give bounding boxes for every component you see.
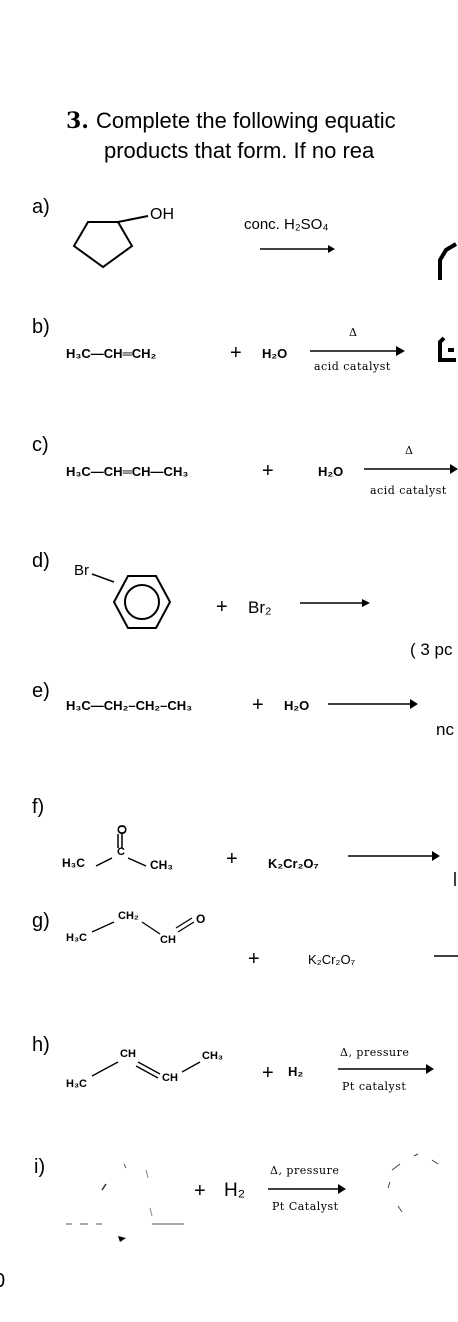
label-f: f) (32, 796, 45, 818)
reagent-c: H₂O (318, 464, 344, 479)
plus-c: + (262, 460, 274, 482)
plus-e: + (252, 694, 264, 716)
arrow-h (338, 1064, 434, 1074)
delta-b: Δ (349, 326, 358, 339)
reagent-i: H₂ (224, 1180, 246, 1201)
plus-g: + (248, 948, 260, 970)
label-b: b) (32, 316, 50, 338)
label-c: c) (32, 434, 49, 456)
delta-c: Δ (405, 444, 414, 457)
arrow-g (434, 955, 458, 957)
methyl-left-h: H₃C (66, 1078, 87, 1090)
reagent-e: H₂O (284, 698, 310, 713)
methyl-left-f: H₃C (62, 856, 85, 870)
side-note-e: nc (436, 720, 454, 739)
conditions-top-i: Δ, pressure (270, 1164, 340, 1177)
bromo-label: Br (74, 562, 89, 579)
label-d: d) (32, 550, 50, 572)
alkene-bonds-h (91, 1061, 201, 1079)
aldehyde-bonds-g (91, 917, 195, 935)
methyl-right-f: CH₃ (150, 858, 173, 872)
arrow-c (364, 464, 458, 474)
label-i: i) (34, 1156, 46, 1178)
points-d: ( 3 pc (410, 640, 453, 659)
cyclopentanol-structure (72, 215, 149, 269)
ketone-structure-f (95, 834, 147, 867)
arrow-f (348, 851, 440, 861)
hydroxyl-label: OH (150, 206, 174, 223)
bromobenzene-structure (91, 573, 172, 629)
faint-product-i (387, 1153, 439, 1213)
reagent-g: K₂Cr₂O₇ (308, 952, 356, 967)
question-header: 3. Complete the following equatic (66, 108, 396, 134)
margin-number: 0 (0, 1270, 5, 1293)
reagent-b: H₂O (262, 346, 288, 361)
reagent-h: H₂ (288, 1064, 304, 1079)
aldehyde-ch-g: CH (160, 934, 176, 946)
plus-h: + (262, 1062, 274, 1084)
arrow-b (310, 346, 405, 356)
arrow-d (300, 599, 370, 607)
partial-product-a (438, 242, 458, 280)
reactant-c: H₃C—CH═CH—CH₃ (66, 464, 189, 479)
alkene-ch-top-h: CH (120, 1048, 136, 1060)
question-number: 3. (66, 108, 89, 134)
conditions-bottom-h: Pt catalyst (342, 1080, 407, 1093)
alkene-ch-bottom-h: CH (162, 1072, 178, 1084)
plus-f: + (226, 848, 238, 870)
methylene-g: CH₂ (118, 910, 139, 922)
edge-mark-f (454, 872, 456, 886)
question-line-2: products that form. If no rea (104, 138, 375, 163)
conditions-bottom-i: Pt Catalyst (272, 1200, 339, 1213)
arrow-i (268, 1184, 346, 1194)
partial-product-b (438, 336, 456, 362)
label-h: h) (32, 1034, 50, 1056)
label-e: e) (32, 680, 50, 702)
question-line-1: Complete the following equatic (95, 108, 396, 133)
reagent-f: K₂Cr₂O₇ (268, 856, 319, 871)
conditions-c: acid catalyst (370, 484, 447, 497)
conditions-a: conc. H₂SO₄ (244, 216, 329, 233)
reactant-e: H₃C—CH₂–CH₂–CH₃ (66, 698, 193, 713)
arrow-a (260, 245, 335, 253)
faint-ring-structure-i (66, 1163, 184, 1242)
plus-d: + (216, 596, 228, 618)
label-g: g) (32, 910, 50, 932)
plus-i: + (194, 1180, 206, 1202)
label-a: a) (32, 196, 50, 218)
reagent-d: Br₂ (248, 598, 272, 617)
conditions-b: acid catalyst (314, 360, 391, 373)
aldehyde-oxygen-g: O (196, 912, 206, 926)
plus-b: + (230, 342, 242, 364)
conditions-top-h: Δ, pressure (340, 1046, 410, 1059)
methyl-left-g: H₃C (66, 932, 87, 944)
carbon-f: C (117, 846, 125, 858)
methyl-right-h: CH₃ (202, 1050, 223, 1062)
reactant-b: H₃C—CH═CH₂ (66, 346, 157, 361)
arrow-e (328, 699, 418, 709)
